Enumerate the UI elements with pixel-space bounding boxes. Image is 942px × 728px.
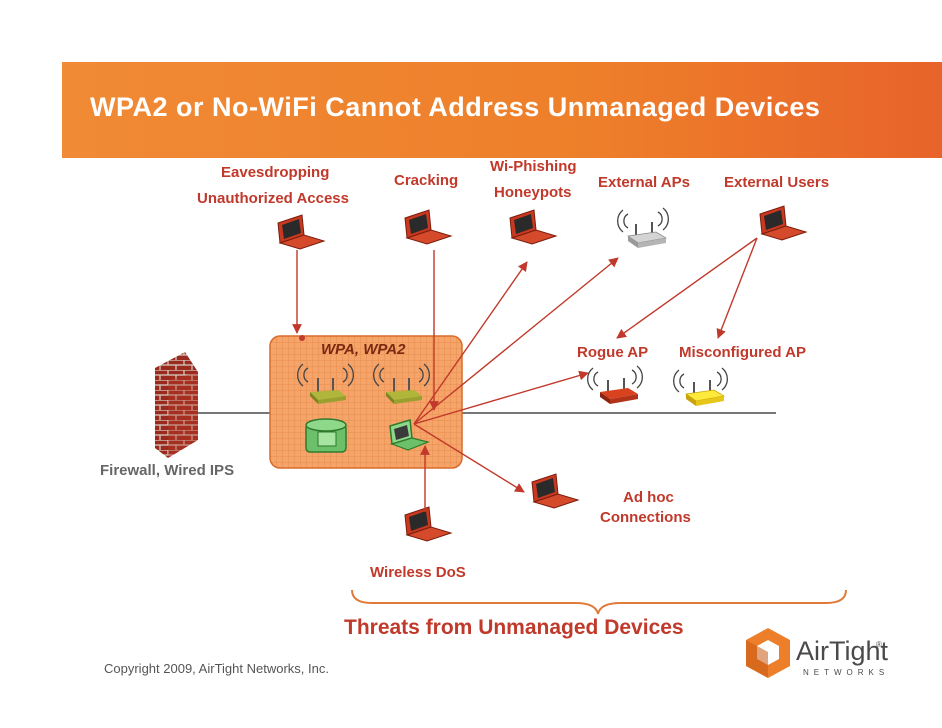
ad-hoc-arrow [413, 423, 525, 493]
external-users-label: External Users [724, 174, 830, 191]
connections-label: Connections [600, 509, 691, 526]
laptop-icon [531, 473, 580, 509]
unauthorized-access-label: Unauthorized Access [197, 190, 349, 207]
external-ap-icon [617, 207, 669, 248]
logo-subtitle: NETWORKS [803, 668, 890, 677]
misconfigured-ap-icon [673, 367, 728, 406]
misconfigured-ap-label: Misconfigured AP [679, 344, 806, 361]
phone-icon [305, 418, 347, 453]
laptop-icon [404, 209, 453, 245]
wi-phishing-arrow [413, 261, 528, 425]
rogue-ap-icon [587, 365, 643, 404]
title-banner: WPA2 or No-WiFi Cannot Address Unmanaged… [62, 62, 942, 158]
managed-ap-icon [373, 363, 430, 404]
laptop-icon [277, 214, 326, 250]
laptop-icon [404, 506, 453, 542]
rogue-ap-label: Rogue AP [577, 344, 649, 361]
wpa-label: WPA, WPA2 [321, 341, 406, 358]
laptop-icon [759, 205, 808, 241]
managed-ap-icon [297, 363, 354, 404]
threats-brace [351, 589, 847, 615]
wi-phishing-label: Wi-Phishing [490, 158, 577, 175]
managed-laptop-icon [389, 419, 430, 451]
eavesdropping-label: Eavesdropping [221, 164, 330, 181]
arrow-endpoint-dot [299, 335, 305, 341]
firewall-icon [155, 352, 198, 458]
laptop-icon [509, 209, 558, 245]
logo-registered-mark: ® [876, 640, 882, 649]
slide-title: WPA2 or No-WiFi Cannot Address Unmanaged… [90, 92, 821, 122]
external-user-rogue-arrow [616, 237, 758, 339]
honeypots-label: Honeypots [494, 184, 572, 201]
copyright-text: Copyright 2009, AirTight Networks, Inc. [104, 661, 329, 676]
external-ap-arrow [413, 257, 619, 425]
external-aps-label: External APs [598, 174, 690, 191]
cracking-label: Cracking [394, 172, 459, 189]
airtight-logo-icon [746, 628, 790, 678]
ad-hoc-label: Ad hoc [623, 489, 674, 506]
external-user-misconfig-arrow [716, 237, 758, 339]
rogue-ap-link-arrow [413, 370, 589, 425]
logo-wordmark: AirTight [796, 636, 889, 666]
firewall-label: Firewall, Wired IPS [100, 462, 235, 479]
threats-heading: Threats from Unmanaged Devices [344, 616, 684, 639]
wireless-dos-label: Wireless DoS [370, 564, 466, 581]
